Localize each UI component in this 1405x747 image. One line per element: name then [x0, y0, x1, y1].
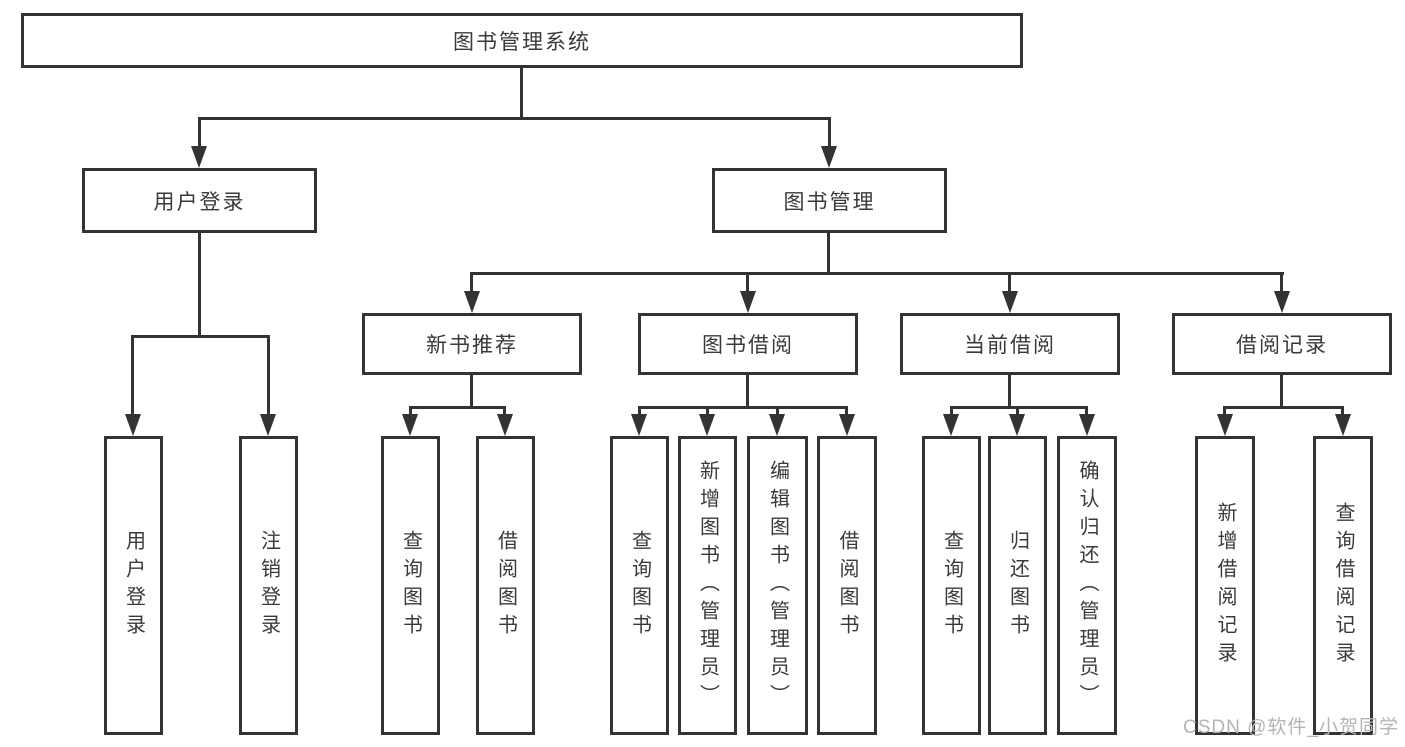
leaf-br-query-label: 查询借阅记录: [1332, 501, 1354, 670]
arrowhead-nb-query: [402, 414, 418, 436]
leaf-logout: 注销登录: [239, 436, 298, 735]
leaf-nb-query-label: 查询图书: [399, 529, 422, 642]
node-borrow-records-label: 借阅记录: [1236, 334, 1328, 357]
connector-book-borrow-branch: [638, 406, 848, 409]
arrowhead-current-borrow: [1002, 291, 1018, 313]
connector-borrow-records-stem: [1280, 375, 1283, 408]
connector-drop-bb-query: [638, 406, 641, 416]
leaf-bb-query-label: 查询图书: [628, 529, 651, 642]
connector-new-books-branch: [409, 406, 506, 409]
arrowhead-leaf-user-login: [125, 414, 141, 436]
connector-root-stem: [520, 68, 523, 117]
leaf-nb-borrow-label: 借阅图书: [494, 529, 517, 642]
arrowhead-bb-edit: [769, 414, 785, 436]
leaf-cb-confirm: 确认归还（管理员）: [1057, 436, 1117, 735]
node-book-mgmt-label: 图书管理: [783, 190, 876, 214]
connector-root-branch: [198, 117, 831, 120]
node-new-books-label: 新书推荐: [426, 334, 518, 357]
connector-drop-cb-confirm: [1085, 406, 1088, 416]
arrowhead-user-login: [191, 146, 207, 168]
connector-drop-book-borrow: [746, 272, 749, 294]
leaf-br-add-label: 新增借阅记录: [1214, 501, 1236, 670]
leaf-bb-edit: 编辑图书（管理员）: [747, 436, 808, 735]
arrowhead-cb-query: [943, 414, 959, 436]
leaf-cb-return-label: 归还图书: [1006, 529, 1029, 642]
connector-drop-br-add: [1223, 406, 1226, 416]
connector-drop-new-books: [470, 272, 473, 294]
leaf-bb-add-label: 新增图书（管理员）: [696, 459, 719, 712]
arrowhead-borrow-records: [1274, 291, 1290, 313]
leaf-nb-query: 查询图书: [381, 436, 440, 735]
arrowhead-book-mgmt: [821, 146, 837, 168]
leaf-cb-query: 查询图书: [922, 436, 981, 735]
node-current-borrow: 当前借阅: [900, 313, 1120, 375]
leaf-user-login-label: 用户登录: [122, 529, 145, 642]
connector-current-borrow-stem: [1008, 375, 1011, 408]
arrowhead-leaf-logout: [260, 414, 276, 436]
arrowhead-bb-add: [699, 414, 715, 436]
arrowhead-nb-borrow: [497, 414, 513, 436]
leaf-br-add: 新增借阅记录: [1195, 436, 1255, 735]
leaf-bb-add: 新增图书（管理员）: [678, 436, 737, 735]
connector-drop-bb-add: [706, 406, 709, 416]
arrowhead-cb-return: [1009, 414, 1025, 436]
csdn-watermark: CSDN @软件_小贺同学: [1183, 717, 1399, 738]
node-user-login: 用户登录: [82, 168, 317, 233]
leaf-nb-borrow: 借阅图书: [476, 436, 535, 735]
leaf-cb-query-label: 查询图书: [940, 529, 963, 642]
connector-drop-leaf-logout: [267, 335, 270, 416]
arrowhead-book-borrow: [740, 291, 756, 313]
connector-drop-cb-query: [950, 406, 953, 416]
node-user-login-label: 用户登录: [153, 190, 246, 214]
connector-drop-nb-borrow: [503, 406, 506, 416]
node-borrow-records: 借阅记录: [1172, 313, 1392, 375]
node-book-mgmt: 图书管理: [712, 168, 947, 233]
leaf-cb-confirm-label: 确认归还（管理员）: [1076, 459, 1098, 712]
connector-user-login-branch: [131, 335, 270, 338]
leaf-bb-borrow: 借阅图书: [817, 436, 877, 735]
leaf-cb-return: 归还图书: [988, 436, 1047, 735]
connector-new-books-stem: [470, 375, 473, 408]
leaf-bb-query: 查询图书: [610, 436, 669, 735]
leaf-bb-edit-label: 编辑图书（管理员）: [766, 459, 789, 712]
arrowhead-new-books: [464, 291, 480, 313]
connector-drop-borrow-records: [1280, 272, 1283, 294]
leaf-br-query: 查询借阅记录: [1313, 436, 1373, 735]
connector-drop-user-login: [198, 117, 201, 148]
connector-book-mgmt-branch: [470, 272, 1284, 275]
arrowhead-cb-confirm: [1079, 414, 1095, 436]
connector-drop-bb-edit: [776, 406, 779, 416]
connector-borrow-records-branch: [1223, 406, 1344, 409]
connector-book-mgmt-stem: [827, 233, 830, 274]
arrowhead-bb-query: [631, 414, 647, 436]
connector-drop-bb-borrow: [845, 406, 848, 416]
leaf-user-login: 用户登录: [104, 436, 163, 735]
leaf-bb-borrow-label: 借阅图书: [836, 529, 858, 642]
connector-drop-br-query: [1341, 406, 1344, 416]
arrowhead-bb-borrow: [839, 414, 855, 436]
node-new-books: 新书推荐: [362, 313, 582, 375]
node-book-borrow: 图书借阅: [638, 313, 858, 375]
connector-user-login-stem: [198, 233, 201, 337]
connector-drop-nb-query: [409, 406, 412, 416]
arrowhead-br-add: [1217, 414, 1233, 436]
connector-drop-leaf-user-login: [131, 335, 134, 416]
connector-drop-current-borrow: [1008, 272, 1011, 294]
connector-drop-book-mgmt: [828, 117, 831, 148]
connector-book-borrow-stem: [746, 375, 749, 408]
node-book-borrow-label: 图书借阅: [702, 334, 794, 357]
node-root: 图书管理系统: [21, 13, 1023, 68]
node-root-label: 图书管理系统: [453, 30, 591, 54]
leaf-logout-label: 注销登录: [257, 529, 280, 642]
connector-drop-cb-return: [1016, 406, 1019, 416]
node-current-borrow-label: 当前借阅: [964, 334, 1056, 357]
arrowhead-br-query: [1335, 414, 1351, 436]
